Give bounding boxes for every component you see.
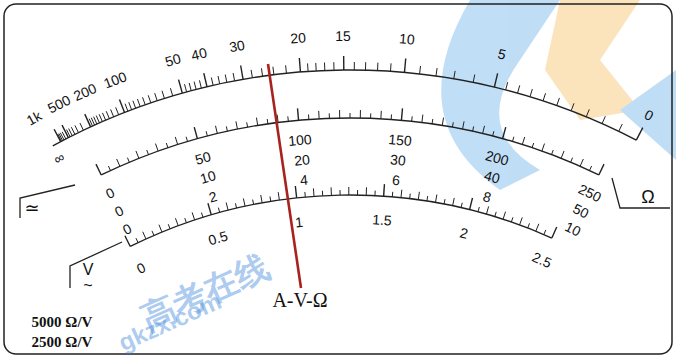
range-symbol: V <box>83 262 94 278</box>
ohm-number: 30 <box>228 38 246 54</box>
ohm-number: 20 <box>290 30 307 45</box>
volt-number: 20 <box>294 152 311 167</box>
dial-border <box>4 4 672 354</box>
volt-number: 50 <box>571 201 591 220</box>
volt-number: 0 <box>112 203 125 219</box>
ohm-number: 200 <box>72 81 99 103</box>
volt-number: 10 <box>563 219 583 238</box>
volt-number: 150 <box>387 132 412 148</box>
ohm-number: ∞ <box>52 150 67 167</box>
pointer-needle <box>268 64 301 288</box>
ac-number: 0 <box>134 260 147 276</box>
volt-number: 0 <box>121 221 134 237</box>
ohm-number: 1k <box>24 108 44 127</box>
volt-number: 6 <box>392 173 401 188</box>
volt-number: 0 <box>103 185 116 201</box>
ohm-number: 500 <box>46 93 73 116</box>
ohm-number: 10 <box>399 31 416 46</box>
ohm-number: 50 <box>164 51 183 69</box>
ac-number: 2.5 <box>530 250 553 271</box>
range-brackets <box>20 178 670 288</box>
volt-number: 100 <box>288 132 313 148</box>
ohm-number: 40 <box>190 45 208 62</box>
ac-number: 1.5 <box>372 212 392 227</box>
volt-number: 4 <box>299 173 308 188</box>
volt-number: 10 <box>199 168 218 186</box>
volt-number: 30 <box>389 152 406 167</box>
volt-number: 50 <box>193 149 212 167</box>
ac-number: 0.5 <box>207 228 230 247</box>
range-symbol: ≃ <box>24 199 39 217</box>
sensitivity-note: 5000 Ω/V <box>32 315 93 330</box>
ohm-number: 100 <box>101 69 128 90</box>
volt-number: 40 <box>483 168 502 186</box>
volt-number: 8 <box>481 189 492 205</box>
terminal-label: A-V-Ω <box>272 290 327 310</box>
sensitivity-note: 2500 Ω/V <box>32 335 93 350</box>
ac-number: 2 <box>458 225 469 240</box>
unit-symbol: Ω <box>641 188 654 206</box>
ohm-number: 15 <box>336 29 352 43</box>
volt-number: 250 <box>577 182 604 205</box>
range-symbol: ~ <box>83 278 92 294</box>
scale-arcs <box>53 56 643 246</box>
ac-number: 1 <box>295 214 304 229</box>
volt-number: 2 <box>208 189 219 205</box>
watermark-logo <box>441 0 676 190</box>
